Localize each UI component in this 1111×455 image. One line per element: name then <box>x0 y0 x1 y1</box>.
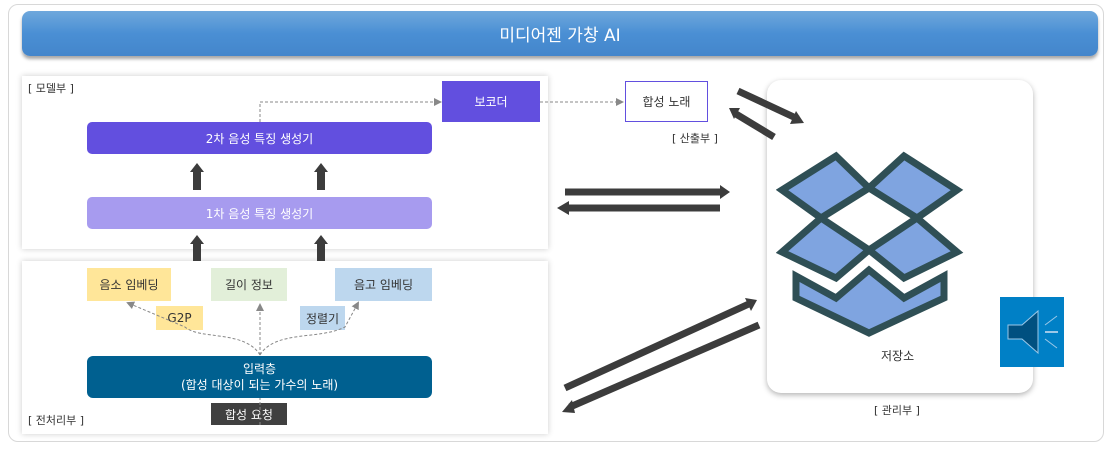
management-label: [ 관리부 ] <box>874 404 920 417</box>
second-feature-generator: 2차 음성 특징 생성기 <box>87 122 432 154</box>
up-arrow-icon <box>314 235 328 261</box>
diag-down-arrow-icon <box>736 87 800 123</box>
diag-up-arrow-icon <box>734 111 776 140</box>
page-title: 미디어젠 가창 AI <box>22 11 1098 56</box>
up-arrow-icon <box>314 163 328 190</box>
diag-down-left-arrow-icon <box>568 321 761 411</box>
synthesized-song-box: 합성 노래 <box>625 81 708 122</box>
input-layer-box: 입력층 (합성 대상이 되는 가수의 노래) <box>87 356 432 398</box>
aligner-box: 정렬기 <box>300 306 345 330</box>
duration-info-box: 길이 정보 <box>211 268 287 301</box>
up-arrow-icon <box>190 235 204 261</box>
phoneme-embedding-box: 음소 임베딩 <box>87 268 171 301</box>
input-layer-title: 입력층 <box>242 362 277 376</box>
speaker-icon[interactable] <box>1000 297 1064 367</box>
dashed-arrow-to-vocoder <box>259 98 442 122</box>
diag-up-right-arrow-icon <box>563 299 753 392</box>
first-feature-generator: 1차 음성 특징 생성기 <box>87 197 432 229</box>
preprocess-label: [ 전처리부 ] <box>28 414 85 427</box>
dropbox-storage-icon <box>776 151 964 337</box>
dashed-arrow-to-pitch <box>259 301 359 356</box>
input-layer-subtitle: (합성 대상이 되는 가수의 노래) <box>180 378 339 392</box>
storage-label: 저장소 <box>881 349 915 363</box>
model-label: [ 모델부 ] <box>28 82 74 95</box>
output-label: [ 산출부 ] <box>672 132 718 145</box>
synthesis-request-box: 합성 요청 <box>211 403 287 425</box>
pitch-embedding-box: 음고 임베딩 <box>335 268 432 301</box>
thick-arrows <box>190 163 328 261</box>
up-arrow-icon <box>190 163 204 190</box>
dashed-arrow-to-phoneme <box>126 301 261 356</box>
vocoder-box: 보코더 <box>442 81 540 122</box>
